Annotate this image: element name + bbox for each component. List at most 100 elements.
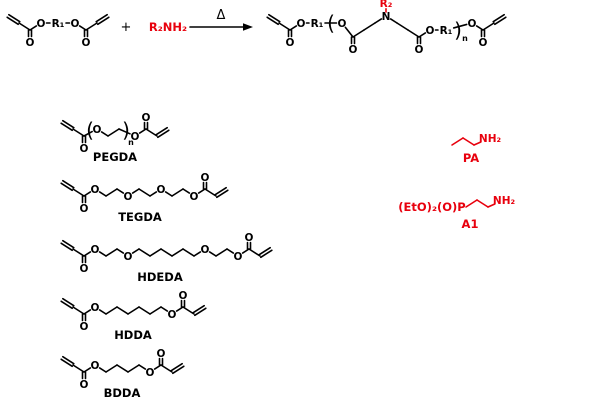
atom-label: O xyxy=(142,112,151,124)
bond xyxy=(172,365,185,375)
atom-label: O xyxy=(349,44,358,56)
bond xyxy=(149,248,162,257)
atom-label: O xyxy=(91,360,100,372)
bond xyxy=(83,309,92,315)
bond xyxy=(62,239,75,249)
bond xyxy=(462,137,475,146)
atom-label: O xyxy=(80,203,89,215)
bond xyxy=(83,191,92,197)
bond xyxy=(72,128,85,137)
atom-label: R₁ xyxy=(440,25,453,37)
amine-reagent-formula: R₂NH₂ xyxy=(149,20,187,34)
bond xyxy=(268,13,281,23)
paren-open: ( xyxy=(327,11,335,35)
atom-label: O xyxy=(91,302,100,314)
bond xyxy=(60,300,73,310)
atom-label: O xyxy=(338,18,347,30)
bond xyxy=(396,22,409,31)
atom-label: O xyxy=(124,251,133,263)
atom-label: O xyxy=(26,37,35,49)
bond xyxy=(389,18,398,24)
subscript-n: n xyxy=(128,138,134,147)
reaction-arrow xyxy=(189,23,253,31)
subscript-n: n xyxy=(462,34,468,43)
atom-label: O xyxy=(80,143,89,155)
bond xyxy=(226,248,235,254)
bond xyxy=(482,22,495,31)
delta-condition: Δ xyxy=(217,8,226,23)
bond xyxy=(105,364,118,373)
atom-label: O xyxy=(479,37,488,49)
bond xyxy=(182,306,195,315)
bond xyxy=(170,362,183,372)
bond xyxy=(352,29,365,38)
bond xyxy=(363,22,376,31)
bond xyxy=(60,122,73,132)
bond xyxy=(83,367,92,373)
bond xyxy=(83,251,92,257)
bond xyxy=(248,248,261,257)
bond xyxy=(193,251,202,257)
bond xyxy=(407,29,420,38)
bond xyxy=(131,188,140,194)
atom-label: O xyxy=(80,379,89,391)
bond xyxy=(98,309,107,315)
atom-label: O xyxy=(80,263,89,275)
paren-close: ) xyxy=(122,118,130,142)
bond xyxy=(62,119,75,129)
bond xyxy=(171,188,184,197)
bond xyxy=(182,188,191,194)
atom-label: O xyxy=(131,131,140,143)
atom-label: O xyxy=(201,172,210,184)
bond xyxy=(194,307,207,317)
bond xyxy=(72,364,85,373)
monomer-label-pegda: PEGDA xyxy=(93,150,137,164)
bond xyxy=(494,16,507,26)
r2-substituent: R₂ xyxy=(380,0,393,10)
bond xyxy=(208,251,217,257)
atom-label: O xyxy=(91,184,100,196)
structure-a1: NH₂(EtO)₂(O)P xyxy=(398,195,515,214)
bond xyxy=(149,191,158,197)
bond xyxy=(138,306,151,315)
bond xyxy=(116,248,125,254)
plus-sign: + xyxy=(121,20,132,35)
bond xyxy=(29,25,38,31)
phosphonate-group: (EtO)₂(O)P xyxy=(398,200,465,214)
bond xyxy=(204,188,217,197)
atom-label: O xyxy=(124,191,133,203)
bond xyxy=(418,32,427,38)
bond xyxy=(216,189,229,199)
bond xyxy=(153,364,162,370)
bond xyxy=(98,367,107,373)
bond xyxy=(131,248,140,254)
atom-label: O xyxy=(415,44,424,56)
bond xyxy=(105,188,118,197)
bond xyxy=(175,306,184,312)
bond xyxy=(182,248,195,257)
structure-pa: NH₂ xyxy=(451,133,501,146)
bond xyxy=(160,248,173,257)
bond xyxy=(289,25,298,31)
bond xyxy=(258,246,271,256)
atom-label: O xyxy=(468,18,477,30)
bond xyxy=(476,199,489,208)
bond xyxy=(475,25,484,31)
bond xyxy=(78,25,87,31)
bond xyxy=(116,364,129,373)
bond xyxy=(62,179,75,189)
atom-label: N xyxy=(382,11,391,23)
bond xyxy=(155,126,168,136)
bond xyxy=(260,249,273,259)
bond xyxy=(145,128,158,137)
atom-label: O xyxy=(93,124,102,136)
atom-label: O xyxy=(146,367,155,379)
bond xyxy=(107,128,120,137)
bond xyxy=(465,199,478,208)
bond xyxy=(241,248,250,254)
bond xyxy=(116,306,129,315)
